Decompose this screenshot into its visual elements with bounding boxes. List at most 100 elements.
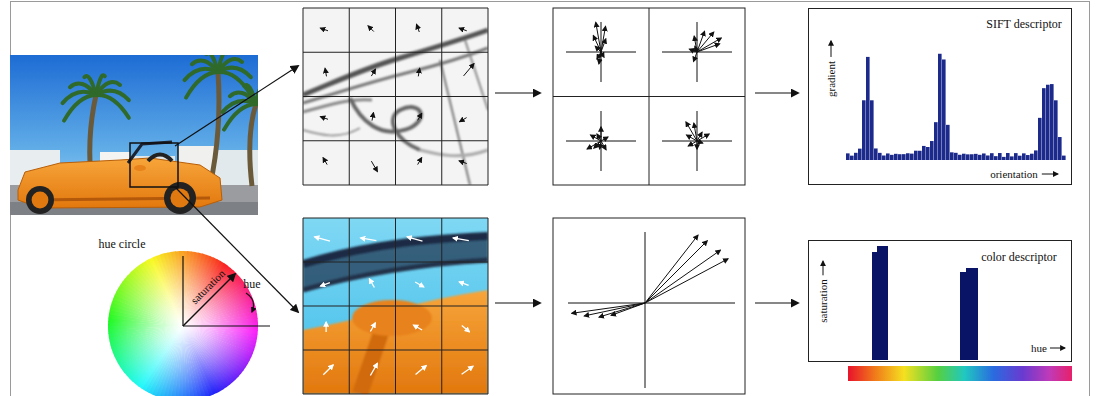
axis-label: hue xyxy=(243,278,260,290)
histogram-panel: SIFT descriptorgradientorientation xyxy=(808,8,1072,185)
orientation-arrow xyxy=(601,127,602,141)
palm-frond xyxy=(96,95,129,118)
histogram-bar xyxy=(870,100,874,160)
histogram-bar xyxy=(1006,153,1010,160)
sky xyxy=(10,55,258,215)
gradient-arrow xyxy=(320,28,328,31)
histogram-bar xyxy=(1046,85,1050,160)
histogram-bar xyxy=(850,156,854,160)
grid-line xyxy=(441,8,442,185)
mirror xyxy=(352,300,432,336)
hue-vector xyxy=(645,250,720,303)
gradient-arrow xyxy=(460,118,467,122)
color-arrow xyxy=(462,325,470,331)
histogram-bar xyxy=(1050,84,1054,160)
orientation-arrow xyxy=(694,36,697,52)
histogram-bar xyxy=(1062,156,1066,160)
orientation-arrow xyxy=(686,122,697,141)
palm-trunk xyxy=(210,72,219,186)
grid-line xyxy=(303,96,488,97)
photo xyxy=(10,55,258,215)
edge-curve xyxy=(440,60,470,185)
edge-curve xyxy=(350,98,421,150)
histogram-bar xyxy=(1054,100,1058,160)
orientation-arrow xyxy=(688,141,697,146)
histogram-bar xyxy=(954,153,958,160)
histogram-bar xyxy=(934,122,938,160)
histogram-bar xyxy=(1010,156,1014,160)
palm-frond xyxy=(224,104,256,130)
grid-line xyxy=(488,218,489,394)
histogram-bar xyxy=(1034,150,1038,160)
color-arrow xyxy=(361,238,377,241)
histogram-bar xyxy=(1042,88,1046,160)
grid-line xyxy=(441,218,442,394)
hue-axis xyxy=(183,325,270,326)
histogram-bar xyxy=(986,155,990,160)
histogram-bar xyxy=(962,154,966,160)
histogram-bar xyxy=(882,155,886,160)
histogram-bar xyxy=(914,151,918,160)
grid-line xyxy=(488,8,489,185)
orientation-arrow xyxy=(687,135,697,141)
hue-circle xyxy=(108,251,258,396)
color-arrow xyxy=(369,279,374,288)
histogram-bar xyxy=(938,54,942,160)
axis-arrow xyxy=(1042,174,1058,175)
car-mirror xyxy=(134,165,146,171)
orientation-arrow xyxy=(587,141,601,149)
grid-line xyxy=(303,185,488,186)
patch-arrow xyxy=(175,66,298,146)
palm-frond xyxy=(256,104,258,127)
hue-arrow xyxy=(246,293,254,312)
orientation-arrow xyxy=(697,141,698,149)
histogram-bar xyxy=(1030,154,1034,160)
gradient-arrow xyxy=(418,113,422,120)
histogram-bar xyxy=(942,59,946,160)
orientation-arrow xyxy=(601,52,604,57)
grid-line xyxy=(303,350,488,351)
orientation-arrow xyxy=(695,46,697,52)
histogram-bar xyxy=(890,155,894,160)
color-arrow xyxy=(462,366,473,374)
car-windshield xyxy=(128,142,172,163)
orientation-arrow xyxy=(601,137,608,141)
car-rim xyxy=(32,192,49,209)
histogram-bar xyxy=(1014,153,1018,160)
histogram-bar xyxy=(978,155,982,160)
color-patch xyxy=(303,218,488,394)
step-arrow xyxy=(495,302,540,303)
car-rollbar xyxy=(148,155,172,162)
step-arrow xyxy=(495,92,540,93)
orientation-arrow xyxy=(694,52,697,61)
histogram-bar xyxy=(1058,137,1062,160)
edge-curve xyxy=(303,128,360,135)
gradient-arrow xyxy=(320,117,328,120)
palm-frond xyxy=(64,95,96,121)
gradient-arrow xyxy=(459,28,467,31)
histogram-bar xyxy=(966,268,978,360)
axis-arrow xyxy=(831,41,832,57)
histogram-bar xyxy=(950,152,954,160)
histogram-bar xyxy=(998,153,1002,160)
histogram-bar xyxy=(966,154,970,160)
histogram-bar xyxy=(982,153,986,160)
histogram-bar xyxy=(877,246,888,360)
histogram-bar xyxy=(1018,156,1022,160)
gradient-arrow xyxy=(417,24,420,32)
gradient-arrow xyxy=(323,158,327,165)
histogram-bar xyxy=(1026,155,1030,160)
orientation-arrow xyxy=(694,123,697,141)
histogram-bar xyxy=(958,155,962,160)
hue-vector xyxy=(572,303,645,313)
orientation-arrow xyxy=(600,141,601,149)
gradient-arrow xyxy=(368,26,374,32)
palm-frond xyxy=(206,55,218,72)
color-arrow xyxy=(320,283,329,286)
hue-vector xyxy=(645,235,698,303)
histogram-bar xyxy=(990,153,994,160)
gradient-arrow xyxy=(418,158,422,165)
color-arrow xyxy=(370,323,375,332)
grid-line xyxy=(303,140,488,141)
